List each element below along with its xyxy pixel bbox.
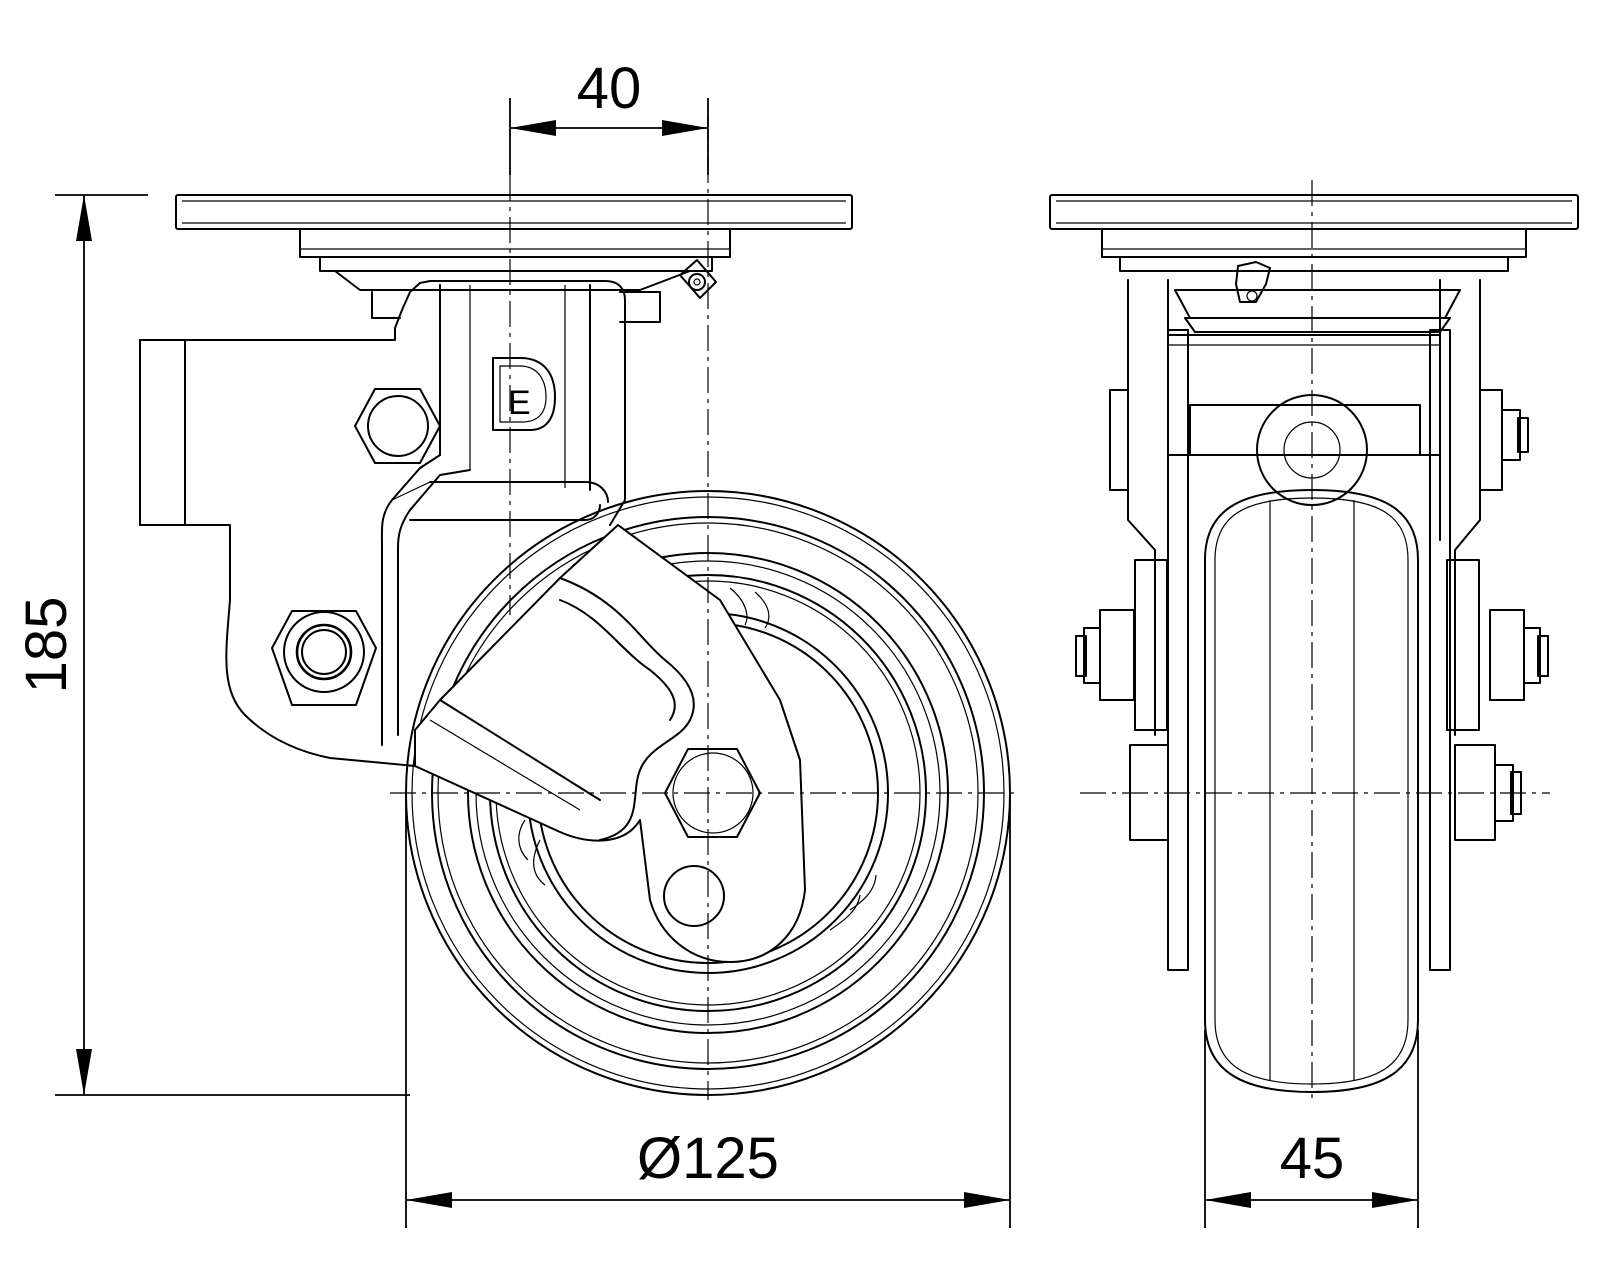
brand-logo: E	[492, 357, 556, 431]
arm-hole	[663, 865, 725, 927]
front-wheel	[1204, 489, 1419, 1093]
dimension-offset: 40	[509, 56, 709, 175]
dimension-wheel-width: 45	[1204, 1030, 1419, 1228]
pivot-hex-bolt	[271, 610, 377, 706]
arrow-right	[964, 1192, 1010, 1208]
front-top-plate	[1049, 194, 1579, 333]
arrow-down	[76, 1049, 92, 1095]
arrow-left	[1205, 1192, 1251, 1208]
swing-arm	[414, 524, 806, 963]
fork-body: E	[139, 280, 626, 767]
top-plate	[175, 194, 853, 323]
arrow-left	[406, 1192, 452, 1208]
arrow-right	[1372, 1192, 1418, 1208]
grease-nipple	[679, 259, 717, 299]
width-dimension-label: 45	[1280, 1126, 1345, 1191]
arrow-left	[510, 120, 556, 136]
arrow-up	[76, 195, 92, 241]
dimension-height: 185	[14, 194, 410, 1096]
front-fork-legs	[1127, 279, 1481, 971]
logo-letter: E	[508, 384, 531, 422]
side-view: E	[139, 115, 1020, 1100]
front-view	[1049, 180, 1579, 1100]
arrow-right	[662, 120, 708, 136]
offset-dimension-label: 40	[577, 56, 642, 121]
diameter-dimension-label: Ø125	[637, 1126, 779, 1191]
height-dimension-label: 185	[14, 597, 79, 694]
front-grease-nipple	[1235, 261, 1271, 303]
front-centerlines	[1080, 180, 1550, 1100]
dimension-wheel-diameter: Ø125	[405, 793, 1011, 1228]
upper-hex-bolt	[354, 388, 441, 464]
side-centerlines	[390, 115, 1020, 1100]
